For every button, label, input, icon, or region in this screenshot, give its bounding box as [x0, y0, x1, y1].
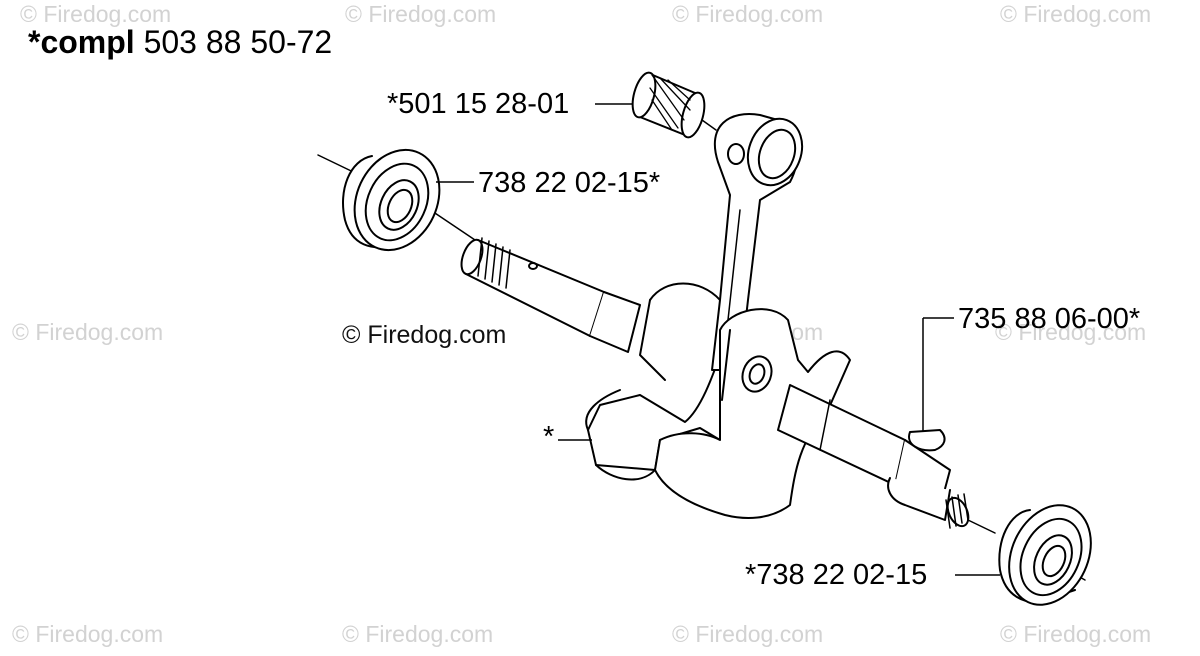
crank-web	[585, 282, 726, 481]
right-bearing-seal	[998, 504, 1092, 606]
label-crankshaft: *	[543, 421, 555, 453]
leader-lines	[436, 103, 1000, 576]
left-bearing-seal	[342, 148, 441, 252]
watermark: © Firedog.com	[1000, 1, 1152, 27]
label-seal-right: *738 22 02-15	[745, 559, 928, 591]
watermark: © Firedog.com	[345, 1, 497, 27]
watermark: © Firedog.com	[20, 1, 172, 27]
watermark: © Firedog.com	[342, 621, 494, 647]
assembly-prefix: *compl	[28, 24, 135, 60]
right-shaft	[777, 384, 970, 529]
watermark: © Firedog.com	[12, 621, 164, 647]
label-key: 735 88 06-00*	[958, 303, 1141, 335]
crank-web-right	[654, 308, 851, 519]
label-seal-left: 738 22 02-15*	[478, 167, 661, 199]
watermark: © Firedog.com	[1000, 621, 1152, 647]
label-needle-bearing: *501 15 28-01	[387, 88, 570, 120]
watermark: © Firedog.com	[672, 621, 824, 647]
woodruff-key	[908, 429, 946, 452]
watermark: © Firedog.com	[672, 1, 824, 27]
center-watermark: © Firedog.com	[342, 321, 507, 349]
assembly-title: *compl 503 88 50-72	[28, 22, 332, 62]
needle-bearing	[631, 71, 717, 139]
watermark: © Firedog.com	[12, 319, 164, 345]
assembly-number: 503 88 50-72	[143, 24, 333, 60]
connecting-rod	[711, 113, 804, 371]
watermark: © Firedog.com	[995, 319, 1147, 345]
left-shaft	[460, 237, 641, 353]
